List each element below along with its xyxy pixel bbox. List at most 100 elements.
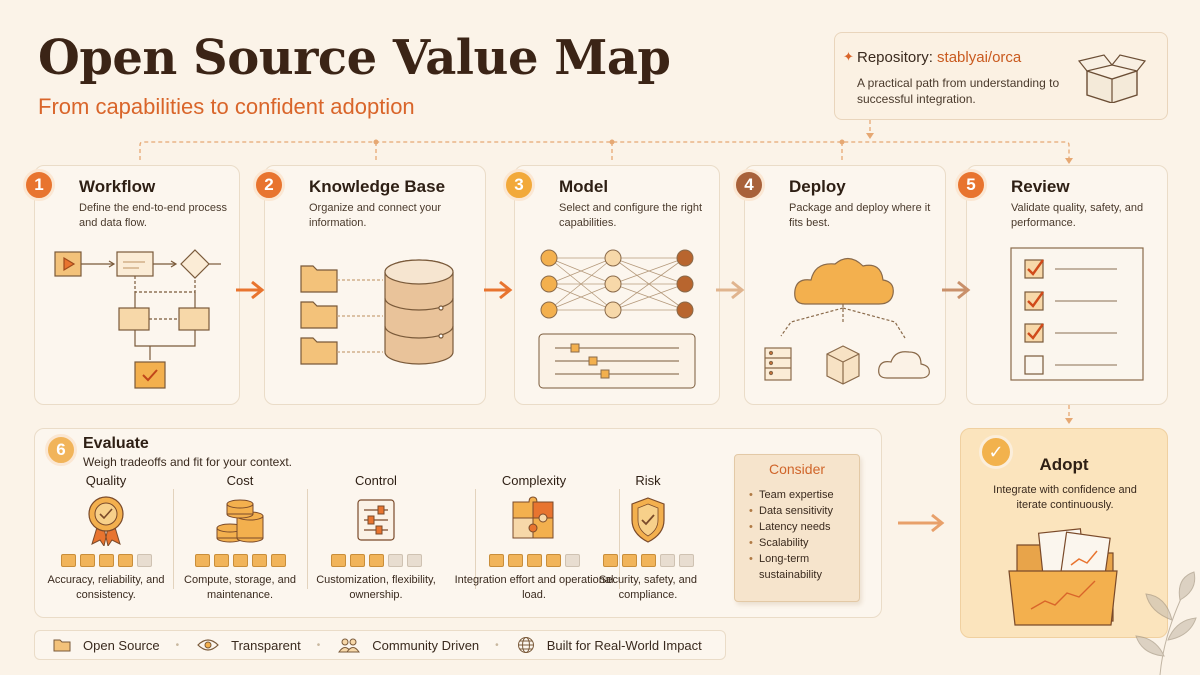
step-title: Knowledge Base — [309, 177, 446, 196]
adopt-description: Integrate with confidence and iterate co… — [993, 484, 1137, 511]
page-subtitle: From capabilities to confident adoption — [38, 94, 415, 119]
criterion-name: Risk — [635, 473, 661, 488]
step-number-badge: 5 — [955, 169, 987, 201]
repository-description: A practical path from understanding to s… — [857, 76, 1060, 106]
rating-segment-filled — [117, 554, 133, 567]
step-card-deploy[interactable]: 4 Deploy Package and deploy where it fit… — [733, 165, 946, 405]
consider-item: Long-term sustainability — [749, 551, 859, 583]
footer-values-bar: Open Source • Transparent • Community Dr… — [34, 630, 726, 660]
evaluate-title: Evaluate — [83, 435, 149, 452]
checklist-icon — [1010, 247, 1144, 381]
repository-link[interactable]: stablyai/orca — [937, 49, 1022, 66]
open-box-icon — [1077, 54, 1147, 103]
criterion-risk: Risk Security, safety, and compliance. — [583, 473, 713, 603]
footer-item-built-for-impact: Built for Real-World Impact — [517, 636, 702, 654]
step-number-badge: 1 — [23, 169, 55, 201]
cloud-deploy-icon — [764, 257, 930, 385]
eye-icon — [197, 639, 219, 651]
neural-network-icon — [538, 249, 696, 389]
step-description: Organize and connect your information. — [309, 202, 442, 229]
rating-segment-filled — [330, 554, 346, 567]
rating-segment-filled — [602, 554, 618, 567]
rating-segment-filled — [640, 554, 656, 567]
adopt-card[interactable]: ✓ Adopt Integrate with confidence and it… — [960, 428, 1168, 638]
sliders-icon — [357, 499, 395, 541]
arrow-right-icon — [716, 280, 745, 300]
rating-segment-filled — [488, 554, 504, 567]
rating-segment-filled — [194, 554, 210, 567]
step-title: Deploy — [789, 177, 846, 196]
step-description: Define the end-to-end process and data f… — [79, 202, 227, 229]
rating-segment-filled — [621, 554, 637, 567]
rating-segment-empty — [678, 554, 694, 567]
arrow-right-icon — [484, 280, 513, 300]
step-number-badge: 6 — [45, 434, 77, 466]
rating-segment-filled — [349, 554, 365, 567]
arrow-right-icon — [898, 513, 945, 533]
rating-segment-filled — [79, 554, 95, 567]
page-title: Open Source Value Map — [38, 30, 671, 86]
step-description: Package and deploy where it fits best. — [789, 202, 931, 229]
arrow-right-icon — [236, 280, 265, 300]
workflow-diagram-icon — [54, 249, 221, 389]
rating-scale — [41, 554, 171, 567]
repository-card[interactable]: ✦ Repository: stablyai/orca A practical … — [834, 32, 1168, 120]
footer-item-label: Built for Real-World Impact — [546, 637, 702, 653]
step-description: Validate quality, safety, and performanc… — [1011, 202, 1144, 229]
leaf-decoration-icon — [1135, 571, 1197, 675]
criterion-description: Integration effort and operational load. — [454, 574, 614, 601]
folder-chart-icon — [1008, 528, 1118, 626]
globe-icon — [517, 637, 534, 653]
database-folders-icon — [300, 259, 454, 365]
consider-item: Data sensitivity — [749, 503, 859, 519]
step-title: Review — [1011, 177, 1070, 196]
rating-segment-empty — [136, 554, 152, 567]
criterion-description: Accuracy, reliability, and consistency. — [47, 574, 165, 601]
puzzle-icon — [512, 496, 554, 539]
step-title: Workflow — [79, 177, 156, 196]
step-number-badge: 3 — [503, 169, 535, 201]
rating-segment-filled — [213, 554, 229, 567]
sparkle-icon: ✦ — [843, 49, 854, 64]
footer-item-transparent: Transparent — [197, 638, 301, 653]
consider-item: Scalability — [749, 535, 859, 551]
consider-list: Team expertise Data sensitivity Latency … — [749, 487, 859, 583]
criterion-control: Control Customization, flexibility, owne… — [311, 473, 441, 603]
rating-segment-filled — [251, 554, 267, 567]
rating-segment-empty — [564, 554, 580, 567]
step-card-knowledge-base[interactable]: 2 Knowledge Base Organize and connect yo… — [253, 165, 486, 405]
step-number-badge: 4 — [733, 169, 765, 201]
coin-stack-icon — [216, 499, 264, 543]
folder-icon — [53, 639, 71, 652]
rating-segment-filled — [368, 554, 384, 567]
rating-segment-filled — [98, 554, 114, 567]
rating-scale — [583, 554, 713, 567]
criterion-description: Compute, storage, and maintenance. — [184, 574, 296, 601]
footer-item-label: Transparent — [231, 637, 301, 653]
criterion-description: Customization, flexibility, ownership. — [316, 574, 436, 601]
criterion-name: Control — [355, 473, 397, 488]
step-title: Model — [559, 177, 609, 196]
rating-scale — [311, 554, 441, 567]
step-number-badge: 2 — [253, 169, 285, 201]
consider-title: Consider — [768, 461, 826, 477]
repository-heading: Repository: stablyai/orca — [857, 49, 1021, 66]
consider-item: Team expertise — [749, 487, 859, 503]
check-icon: ✓ — [979, 435, 1013, 469]
footer-item-label: Community Driven — [372, 637, 480, 653]
rating-segment-empty — [659, 554, 675, 567]
step-card-workflow[interactable]: 1 Workflow Define the end-to-end process… — [23, 165, 240, 405]
rating-scale — [449, 554, 619, 567]
rating-segment-filled — [526, 554, 542, 567]
step-card-review[interactable]: 5 Review Validate quality, safety, and p… — [955, 165, 1168, 405]
criterion-name: Cost — [226, 473, 254, 488]
rating-segment-empty — [387, 554, 403, 567]
consider-item: Latency needs — [749, 519, 859, 535]
footer-item-community-driven: Community Driven — [338, 637, 479, 653]
arrow-right-icon — [942, 280, 971, 300]
criterion-cost: Cost Compute, storage, and maintenance. — [175, 473, 305, 603]
criterion-complexity: Complexity Integration effort and operat… — [449, 473, 619, 603]
step-card-model[interactable]: 3 Model Select and configure the right c… — [503, 165, 720, 405]
footer-item-open-source: Open Source — [53, 638, 160, 653]
people-icon — [338, 638, 361, 653]
